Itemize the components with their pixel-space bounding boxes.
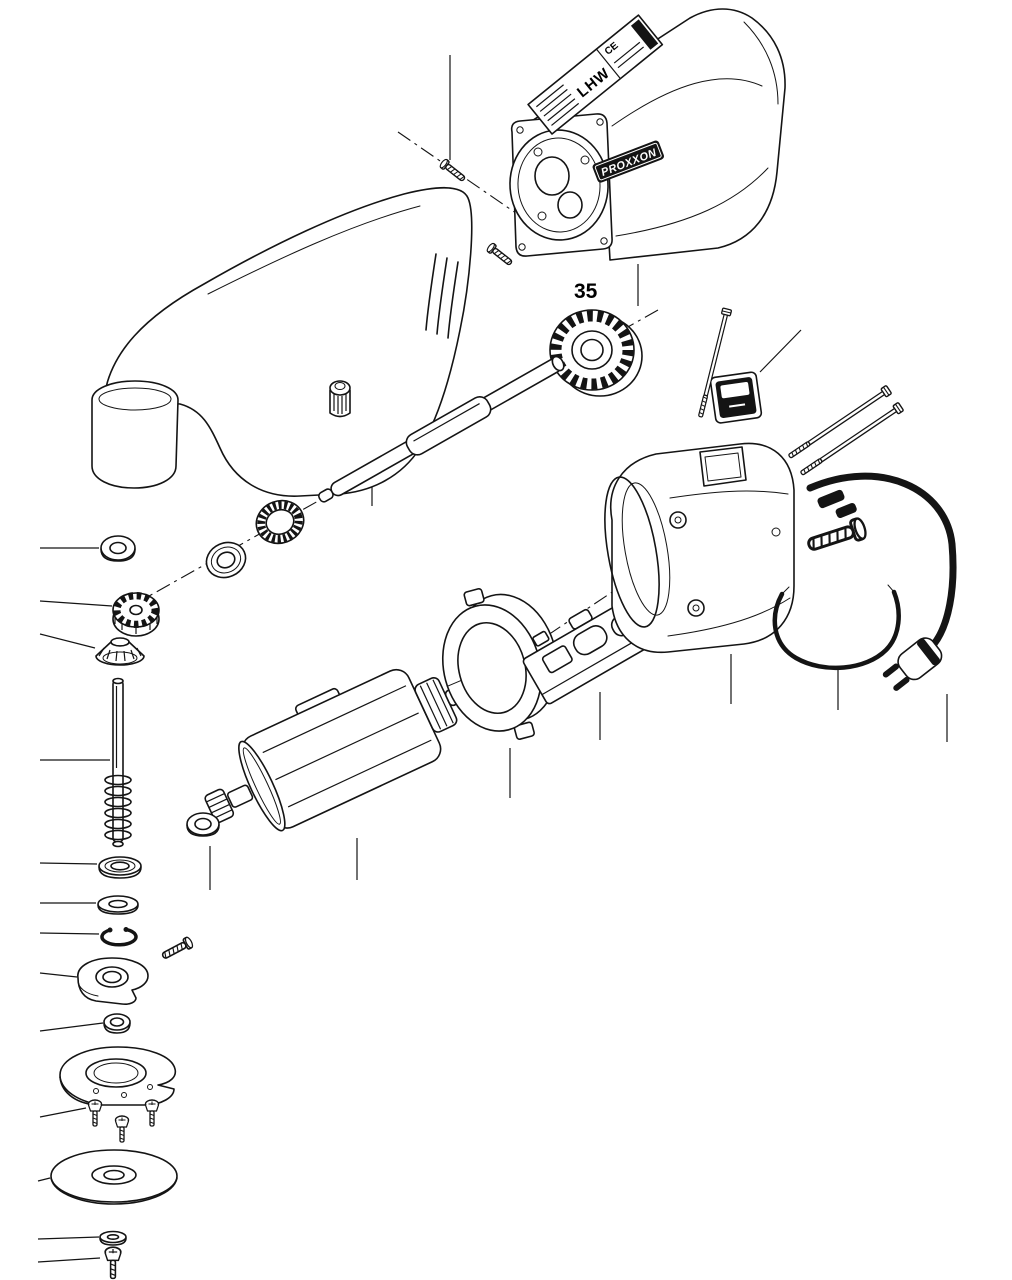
bevel-gear — [95, 637, 145, 666]
housing-screw-short — [804, 515, 870, 557]
wheel-guard — [59, 1046, 177, 1106]
power-cord — [806, 472, 957, 648]
brush-holder-ring — [441, 588, 558, 740]
guard-screw-3 — [144, 1099, 160, 1127]
washer — [97, 895, 139, 915]
bushing — [103, 1013, 131, 1034]
toothed-wheel-35 — [549, 309, 643, 397]
set-screw — [159, 935, 195, 963]
shaft-bearing — [205, 541, 247, 579]
pad-screw — [104, 1246, 122, 1280]
gear-head-housing — [91, 186, 473, 497]
spur-gear — [112, 592, 160, 637]
motor-bushing — [186, 812, 220, 837]
motor-armature — [204, 668, 466, 832]
power-plug — [882, 637, 943, 691]
circlip — [100, 927, 138, 947]
spacer-ring — [100, 535, 136, 562]
mounting-screw-top — [438, 157, 468, 184]
cable-clamp — [817, 489, 857, 518]
mounting-screw-lower — [485, 241, 515, 268]
spindle-lock-knob — [329, 380, 351, 418]
bearing-flange — [77, 957, 149, 1005]
flexible-drive-shaft — [318, 355, 565, 503]
rocker-switch — [709, 371, 763, 424]
ball-bearing — [98, 856, 142, 879]
coupling-nut — [255, 499, 305, 545]
part-callout-35: 35 — [574, 280, 598, 303]
pad-washer — [99, 1230, 127, 1246]
leader-lines — [37, 55, 948, 1263]
spindle-shaft-with-spring — [104, 677, 132, 848]
wire-bail — [772, 584, 901, 671]
motor-housing: LHW CE PROXXON — [509, 8, 786, 261]
nameplate-label: LHW CE — [527, 14, 664, 135]
backing-pad — [50, 1149, 178, 1205]
guard-screw-1 — [87, 1099, 103, 1127]
guard-screw-2 — [114, 1115, 130, 1143]
motor-housing-rear — [604, 442, 795, 654]
